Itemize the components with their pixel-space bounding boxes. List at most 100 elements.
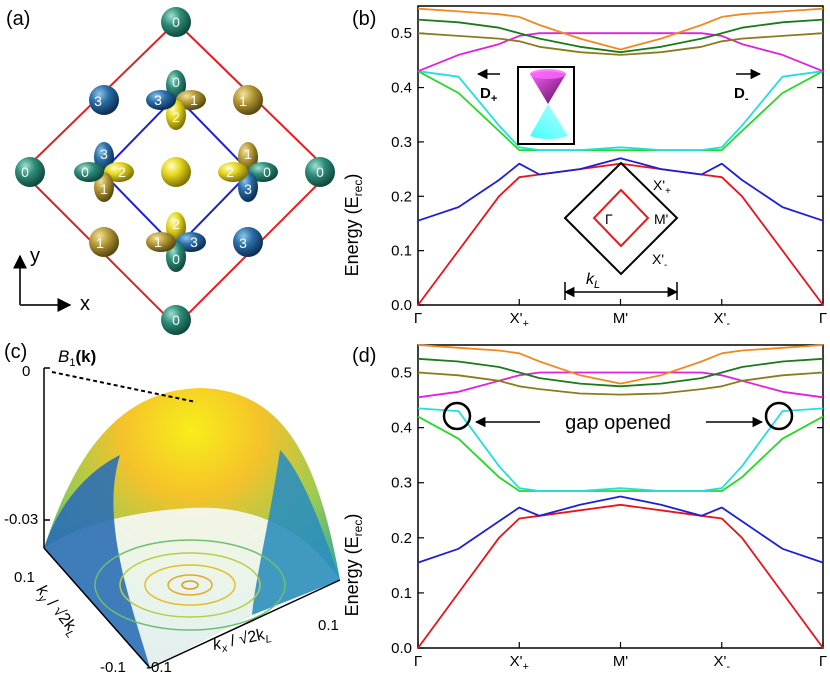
svg-text:3: 3	[100, 146, 108, 162]
band-line-b-3	[417, 70, 824, 151]
y-tick-label: 0.4	[391, 80, 412, 97]
orbital-sphere: 0	[305, 157, 335, 187]
svg-text:0: 0	[172, 74, 180, 90]
panel-c: (c) B1(k) 0 -0.03 0.1 -0.1 -0.1	[4, 341, 341, 676]
panel-a: (a) 0 0 0 0 3 1 1 3 0 1 2 3 3 2	[6, 7, 335, 335]
orbital-sphere: 0	[161, 305, 191, 335]
band-line-b-2	[417, 157, 824, 222]
svg-text:0: 0	[172, 14, 180, 30]
x-tick-label: X'-	[713, 653, 730, 673]
band-line-b-6	[417, 32, 824, 56]
dirac-cone-inset	[517, 66, 575, 145]
x-tick-label: Γ	[414, 653, 422, 670]
kx-tick: -0.1	[146, 659, 172, 676]
svg-text:1: 1	[96, 235, 104, 251]
svg-text:1: 1	[190, 92, 198, 108]
svg-text:Γ: Γ	[605, 211, 613, 227]
x-tick-label: Γ	[819, 653, 827, 670]
svg-text:0: 0	[316, 164, 324, 180]
y-tick-label: 0.5	[391, 25, 412, 42]
contour-lines	[94, 539, 286, 631]
y-tick-label: 0.1	[391, 585, 412, 602]
svg-text:0: 0	[21, 164, 29, 180]
svg-text:3: 3	[190, 234, 198, 250]
band-line-d-1	[417, 503, 824, 649]
svg-text:0: 0	[263, 164, 271, 180]
orbital-cluster: 2 3 0 1	[146, 212, 206, 272]
orbital-sphere: 1	[89, 227, 119, 257]
orbital-cluster: 3 2 1 0	[74, 142, 134, 202]
panel-d-ylabel: Energy (Erec)	[342, 514, 365, 617]
svg-text:1: 1	[239, 93, 247, 109]
y-tick-label: 0.0	[391, 640, 412, 657]
orbital-sphere	[161, 157, 191, 187]
kx-tick: 0.1	[318, 617, 339, 634]
band-line-b-5	[417, 32, 824, 73]
svg-text:kL: kL	[586, 271, 600, 291]
svg-text:1: 1	[154, 234, 162, 250]
ky-label: ky / √2kL	[30, 582, 82, 641]
z-tick: 0	[22, 363, 30, 380]
y-tick-label: 0.4	[391, 420, 412, 437]
panel-b-label: (b)	[352, 8, 376, 30]
svg-text:3: 3	[244, 181, 252, 197]
svg-text:0: 0	[81, 164, 89, 180]
z-tick: -0.03	[4, 511, 38, 528]
band-line-d-8	[417, 344, 824, 385]
xy-axes-indicator: y x	[13, 245, 90, 315]
y-tick-label: 0.3	[391, 134, 412, 151]
svg-text:3: 3	[154, 92, 162, 108]
panel-c-label: (c)	[4, 341, 27, 363]
panel-b-ylabel: Energy (Erec)	[342, 174, 365, 277]
orbital-sphere: 0	[15, 157, 45, 187]
gap-opened-label: gap opened	[565, 412, 671, 434]
orbital-sphere: 3	[233, 227, 263, 257]
svg-text:X'+: X'+	[653, 177, 671, 197]
svg-text:X'-: X'-	[652, 251, 667, 271]
x-tick-label: X'+	[510, 310, 529, 330]
svg-text:0: 0	[172, 251, 180, 267]
x-tick-label: X'-	[713, 310, 730, 330]
axis-y-label: y	[30, 245, 40, 267]
orbital-cluster: 1 0 3 2	[218, 142, 278, 202]
x-tick-label: X'+	[510, 653, 529, 673]
panel-c-zlabel: B1(k)	[58, 347, 96, 369]
y-tick-label: 0.1	[391, 243, 412, 260]
axis-x-label: x	[80, 293, 90, 315]
brillouin-zone-inset: Γ M' X'+ X'- kL	[563, 161, 679, 300]
svg-text:2: 2	[172, 216, 180, 232]
orbital-sphere: 1	[233, 85, 263, 115]
band-line-b-4	[417, 70, 824, 151]
band-line-b-7	[417, 18, 824, 54]
orbital-sphere: 3	[89, 85, 119, 115]
x-tick-label: M'	[613, 653, 628, 670]
svg-text:2: 2	[226, 164, 234, 180]
panel-a-label: (a)	[6, 8, 30, 30]
svg-text:3: 3	[94, 93, 102, 109]
svg-text:1: 1	[244, 146, 252, 162]
svg-text:2: 2	[118, 164, 126, 180]
gap-annotation: gap opened	[442, 401, 794, 434]
ky-tick: 0.1	[14, 569, 35, 586]
panel-d-label: (d)	[352, 345, 376, 367]
band-line-b-8	[417, 7, 824, 51]
band-line-d-6	[417, 371, 824, 396]
band-line-d-2	[417, 495, 824, 564]
band-line-d-3	[417, 415, 824, 492]
svg-text:3: 3	[239, 235, 247, 251]
plot-frame	[417, 5, 824, 306]
svg-text:0: 0	[172, 312, 180, 328]
svg-text:2: 2	[172, 109, 180, 125]
svg-text:D-: D-	[734, 85, 749, 105]
y-tick-label: 0.2	[391, 530, 412, 547]
band-line-d-5	[417, 371, 824, 399]
svg-text:M': M'	[654, 211, 668, 227]
pointer-line	[51, 371, 197, 403]
x-tick-label: M'	[613, 310, 628, 327]
orbital-sphere: 0	[161, 7, 191, 37]
y-tick-label: 0.5	[391, 365, 412, 382]
